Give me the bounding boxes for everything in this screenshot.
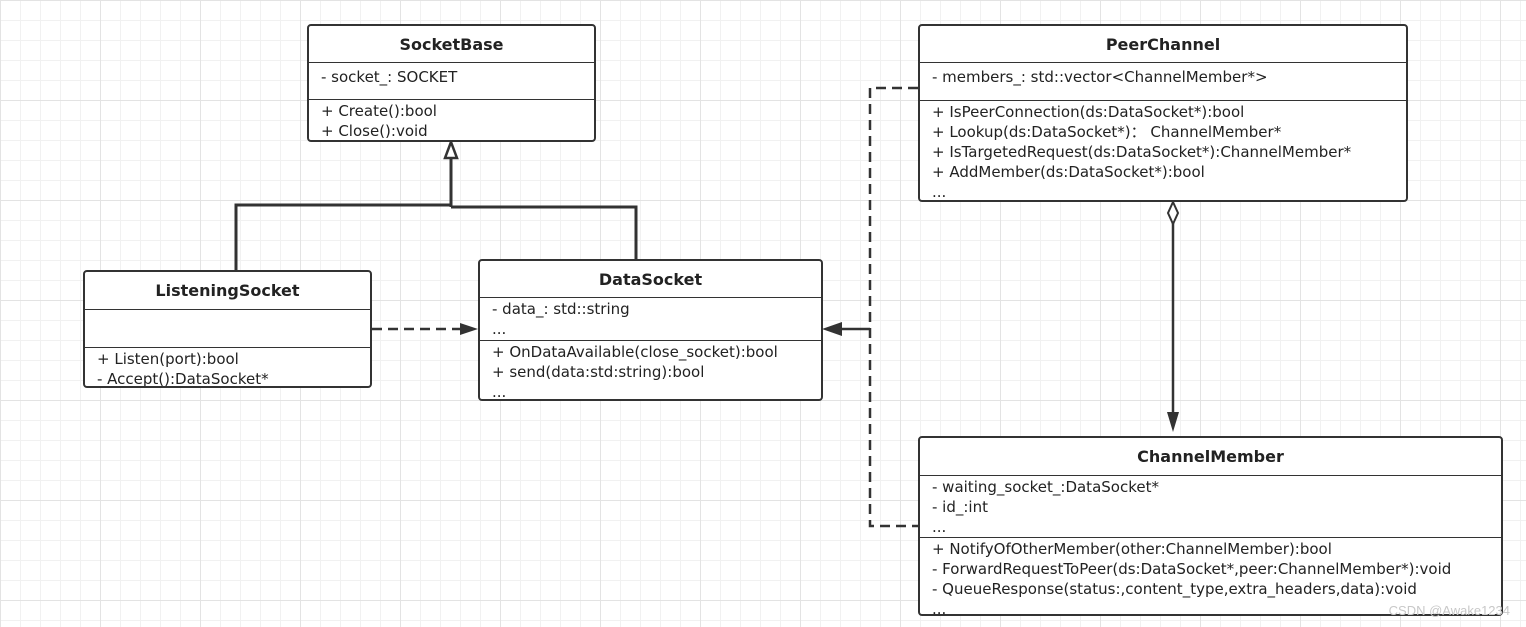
generalization-arrowhead [443,138,459,160]
aggregation-arrowhead [1167,412,1179,432]
attribute: - socket_: SOCKET [321,68,458,86]
attribute: - id_:int [932,498,988,516]
attribute-ellipsis: ... [492,320,507,338]
operation: + Create():bool [321,102,437,120]
generalization-line-listening-socket [234,203,451,271]
operation: + Lookup(ds:DataSocket*)： ChannelMember* [932,123,1282,141]
watermark-text: CSDN @Awake1234 [1388,603,1510,618]
operation: + AddMember(ds:DataSocket*):bool [932,163,1205,181]
class-socket-base[interactable]: SocketBase - socket_: SOCKET + Create():… [307,24,596,142]
dependency-arrowhead-to-data-socket [822,322,842,336]
attribute: - waiting_socket_:DataSocket* [932,478,1159,496]
operation: + Close():void [321,122,428,140]
operation: + OnDataAvailable(close_socket):bool [492,343,778,361]
attributes-section [85,310,370,348]
generalization-line-data-socket [451,205,638,261]
operation: + IsTargetedRequest(ds:DataSocket*):Chan… [932,143,1352,161]
class-name: DataSocket [480,261,821,298]
attribute: - data_: std::string [492,300,630,318]
class-name: ListeningSocket [85,272,370,310]
attribute: - members_: std::vector<ChannelMember*> [932,68,1268,86]
attributes-section: - data_: std::string ... [480,298,821,341]
class-name: PeerChannel [920,26,1406,63]
operations-section: + OnDataAvailable(close_socket):bool + s… [480,341,821,401]
dependency-line-peer-channel [868,86,918,528]
class-name: ChannelMember [920,438,1501,476]
class-data-socket[interactable]: DataSocket - data_: std::string ... + On… [478,259,823,401]
attributes-section: - waiting_socket_:DataSocket* - id_:int … [920,476,1501,538]
operation: + Listen(port):bool [97,350,239,368]
attributes-section: - members_: std::vector<ChannelMember*> [920,63,1406,101]
aggregation-diamond [1166,199,1180,227]
class-channel-member[interactable]: ChannelMember - waiting_socket_:DataSock… [918,436,1503,616]
class-name: SocketBase [309,26,594,63]
attribute-ellipsis: ... [932,518,947,536]
operation: + NotifyOfOtherMember(other:ChannelMembe… [932,540,1332,558]
operation: - ForwardRequestToPeer(ds:DataSocket*,pe… [932,560,1452,578]
operation: - Accept():DataSocket* [97,370,269,388]
operation-ellipsis: ... [492,383,507,401]
operation: + IsPeerConnection(ds:DataSocket*):bool [932,103,1245,121]
class-listening-socket[interactable]: ListeningSocket + Listen(port):bool - Ac… [83,270,372,388]
attributes-section: - socket_: SOCKET [309,63,594,100]
operations-section: + NotifyOfOtherMember(other:ChannelMembe… [920,538,1501,616]
class-peer-channel[interactable]: PeerChannel - members_: std::vector<Chan… [918,24,1408,202]
operations-section: + IsPeerConnection(ds:DataSocket*):bool … [920,101,1406,201]
operation: - QueueResponse(status:,content_type,ext… [932,580,1417,598]
operation-ellipsis: ... [932,600,947,616]
operations-section: + Listen(port):bool - Accept():DataSocke… [85,348,370,388]
operations-section: + Create():bool + Close():void [309,100,594,140]
operation: + send(data:std:string):bool [492,363,705,381]
operation-ellipsis: ... [932,183,947,201]
dependency-arrowhead-listening-to-data [460,323,478,335]
